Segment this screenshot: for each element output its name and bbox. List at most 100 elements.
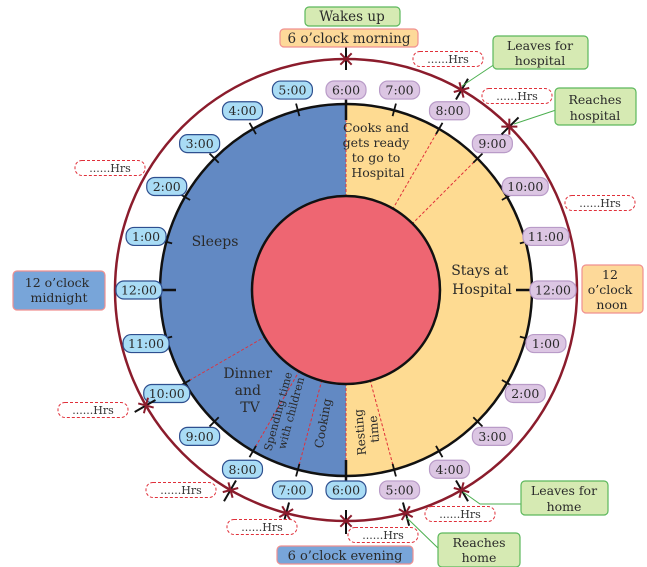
blank-hours-field[interactable]: ......Hrs xyxy=(424,506,496,522)
blank-hours-text: ......Hrs xyxy=(579,197,621,210)
night-hour-label-text: 6:00 xyxy=(332,483,360,498)
night-hour-label-badge xyxy=(271,80,314,100)
night-hour-label: 8:00 xyxy=(221,459,264,479)
svg-text:12 o’clock noon: 12 o’clock noon xyxy=(588,267,637,312)
event-marker-icon xyxy=(337,46,355,70)
day-hour-label-text: 3:00 xyxy=(478,429,506,444)
event-marker-icon xyxy=(222,480,239,502)
blank-hours-text: ......Hrs xyxy=(439,508,481,521)
night-hour-label: 5:00 xyxy=(271,80,314,100)
day-hour-label-badge xyxy=(504,383,546,404)
night-hour-label-text: 10:00 xyxy=(149,386,185,401)
day-hour-label-text: 12:00 xyxy=(535,283,571,298)
center-circle xyxy=(250,194,442,386)
activity-spending-time: Spending time with children xyxy=(262,367,309,456)
event-marker-icon xyxy=(337,510,355,534)
night-hour-label: 11:00 xyxy=(122,333,170,354)
event-markers xyxy=(134,46,520,534)
activity-divider xyxy=(184,336,265,384)
hour-tick xyxy=(208,152,220,164)
night-hour-label: 7:00 xyxy=(271,480,314,500)
day-hour-label-text: 7:00 xyxy=(386,83,414,98)
morning-label: 6 o’clock morning xyxy=(279,28,419,48)
day-hour-label: 5:00 xyxy=(378,480,421,500)
activity-sleeps: Sleeps xyxy=(192,234,239,250)
night-hour-label-badge xyxy=(146,176,188,197)
day-hour-label-text: 9:00 xyxy=(478,136,506,151)
svg-text:12 o’clock midnight: 12 o’clock midnight xyxy=(25,275,93,305)
day-hour-label-badge xyxy=(428,101,471,121)
night-hour-label-badge xyxy=(179,134,221,154)
event-marker-icon xyxy=(396,502,415,526)
night-hour-label-badge xyxy=(125,226,167,247)
day-hour-label-text: 10:00 xyxy=(507,179,543,194)
activity-dinner-tv: Dinner and TV xyxy=(223,366,276,416)
night-hour-label: 3:00 xyxy=(179,134,221,154)
event-marker-icon xyxy=(500,116,520,136)
svg-text:6 o’clock morning: 6 o’clock morning xyxy=(287,31,410,47)
day-hour-label: 7:00 xyxy=(378,80,421,100)
hour-tick xyxy=(435,122,444,135)
day-hour-label-badge xyxy=(471,426,513,446)
hour-tick xyxy=(391,463,397,477)
night-hour-label: 6:00 xyxy=(325,480,367,500)
day-hour-label-text: 1:00 xyxy=(532,336,560,351)
day-hour-label-badge xyxy=(428,459,471,479)
blank-hours-field[interactable]: ......Hrs xyxy=(412,51,484,67)
blank-hours-field[interactable]: ......Hrs xyxy=(226,519,298,535)
day-hour-label-badge xyxy=(378,480,421,500)
night-hour-label-badge xyxy=(325,480,367,500)
hour-tick xyxy=(472,152,484,164)
event-marker-icon xyxy=(277,502,296,526)
night-hour-label-text: 9:00 xyxy=(186,429,214,444)
day-hour-label: 3:00 xyxy=(471,426,513,446)
day-hour-label-text: 11:00 xyxy=(528,229,564,244)
night-hour-label: 2:00 xyxy=(146,176,188,197)
day-hour-label: 1:00 xyxy=(525,333,567,354)
night-hour-label-badge xyxy=(179,426,221,446)
day-hour-label-badge xyxy=(522,226,570,247)
blank-hours-field[interactable]: ......Hrs xyxy=(564,195,636,211)
svg-text:Wakes up: Wakes up xyxy=(319,9,384,25)
blank-hours-field[interactable]: ......Hrs xyxy=(347,527,419,543)
blank-hours-field[interactable]: ......Hrs xyxy=(74,160,146,176)
blank-hours-field[interactable]: ......Hrs xyxy=(145,482,217,498)
night-hour-label-badge xyxy=(221,101,264,121)
activity-divider xyxy=(297,380,323,470)
hour-tick xyxy=(295,103,301,117)
day-hour-label-text: 8:00 xyxy=(435,103,463,118)
night-hour-label-text: 4:00 xyxy=(228,103,256,118)
blank-hours-text: ......Hrs xyxy=(496,90,538,103)
night-hour-label: 1:00 xyxy=(125,226,167,247)
day-hour-label-badge xyxy=(325,80,367,100)
day-hour-label-badge xyxy=(471,134,513,154)
night-hour-label-badge xyxy=(122,333,170,354)
night-hour-label-text: 2:00 xyxy=(153,179,181,194)
day-hour-label-badge xyxy=(501,176,549,197)
night-hour-label-badge xyxy=(271,480,314,500)
day-hour-label-text: 4:00 xyxy=(435,462,463,477)
day-hour-label: 11:00 xyxy=(522,226,570,247)
blank-hours-text: ......Hrs xyxy=(362,529,404,542)
night-hour-label-badge xyxy=(143,383,191,404)
hour-tick xyxy=(248,445,257,458)
night-hour-label-badge xyxy=(115,280,163,300)
day-hour-label-badge xyxy=(378,80,421,100)
night-hour-label-text: 3:00 xyxy=(186,136,214,151)
blank-hours-field[interactable]: ......Hrs xyxy=(481,88,553,104)
blank-hours-text: ......Hrs xyxy=(89,162,131,175)
day-hour-label: 2:00 xyxy=(504,383,546,404)
night-hour-label: 9:00 xyxy=(179,426,221,446)
blank-hours-text: ......Hrs xyxy=(72,404,114,417)
blank-hours-field[interactable]: ......Hrs xyxy=(57,402,129,418)
hour-tick xyxy=(472,416,484,428)
wakes-up-label: Wakes up xyxy=(304,6,401,27)
blank-hours-fields: ......Hrs ......Hrs ......Hrs ......Hrs....… xyxy=(57,51,636,543)
